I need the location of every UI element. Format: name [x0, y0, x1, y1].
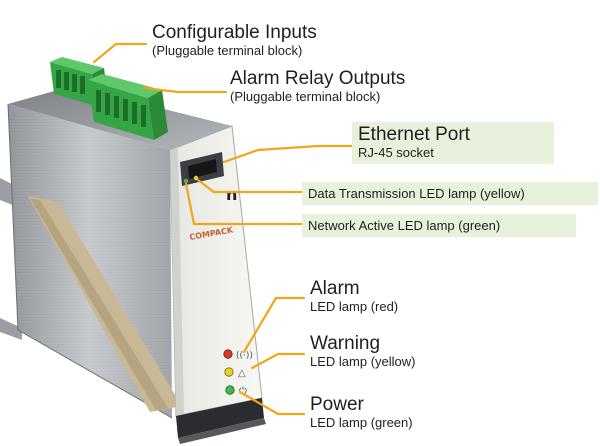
alarm-label: Alarm LED lamp (red) — [310, 278, 398, 315]
power-led — [225, 385, 235, 395]
configurable-inputs-label: Configurable Inputs (Pluggable terminal … — [152, 22, 317, 59]
callout-lines — [92, 42, 354, 416]
ethernet-port-subtitle: RJ-45 socket — [358, 145, 434, 160]
ethernet-port-label: Ethernet Port RJ-45 socket — [352, 122, 554, 164]
device-mark: n — [226, 185, 237, 204]
data-transmission-led-label: Data Transmission LED lamp (yellow) — [302, 182, 598, 205]
alarm-relay-outputs-title: Alarm Relay Outputs — [230, 68, 406, 89]
warning-led — [224, 367, 234, 377]
callout-line-ethernet-port — [222, 144, 354, 164]
data-transmission-led — [193, 175, 199, 181]
callout-line-warning — [250, 352, 306, 370]
ethernet-port-title: Ethernet Port — [358, 124, 470, 145]
configurable-inputs-subtitle: (Pluggable terminal block) — [152, 43, 303, 58]
ethernet-port — [180, 152, 224, 186]
power-label: Power LED lamp (green) — [310, 394, 413, 431]
callout-line-alarm — [242, 296, 306, 354]
power-subtitle: LED lamp (green) — [310, 415, 413, 430]
alarm-symbol-icon: ((·)) — [236, 351, 253, 361]
callout-line-network-active — [184, 182, 304, 226]
network-active-led-label: Network Active LED lamp (green) — [302, 214, 576, 237]
callout-line-data-transmission — [196, 178, 304, 194]
callout-line-power — [238, 390, 306, 416]
warning-title: Warning — [310, 333, 381, 354]
alarm-relay-outputs-label: Alarm Relay Outputs (Pluggable terminal … — [230, 68, 405, 105]
alarm-title: Alarm — [310, 278, 360, 299]
alarm-led — [223, 349, 233, 359]
status-leds: ((·)) △ ⏻ — [223, 349, 253, 397]
warning-subtitle: LED lamp (yellow) — [310, 354, 416, 369]
device-bottom-foot — [176, 398, 264, 438]
network-active-led — [183, 178, 189, 184]
power-symbol-icon: ⏻ — [239, 386, 247, 397]
callout-line-configurable-inputs — [92, 42, 148, 64]
alarm-relay-outputs-subtitle: (Pluggable terminal block) — [230, 89, 381, 104]
configurable-inputs-title: Configurable Inputs — [152, 22, 317, 43]
power-title: Power — [310, 394, 364, 415]
alarm-subtitle: LED lamp (red) — [310, 299, 399, 314]
warning-symbol-icon: △ — [238, 368, 246, 379]
callout-line-alarm-relay-outputs — [142, 86, 228, 94]
alarm-relay-outputs-terminal-block — [88, 74, 168, 140]
warning-label: Warning LED lamp (yellow) — [310, 333, 415, 370]
